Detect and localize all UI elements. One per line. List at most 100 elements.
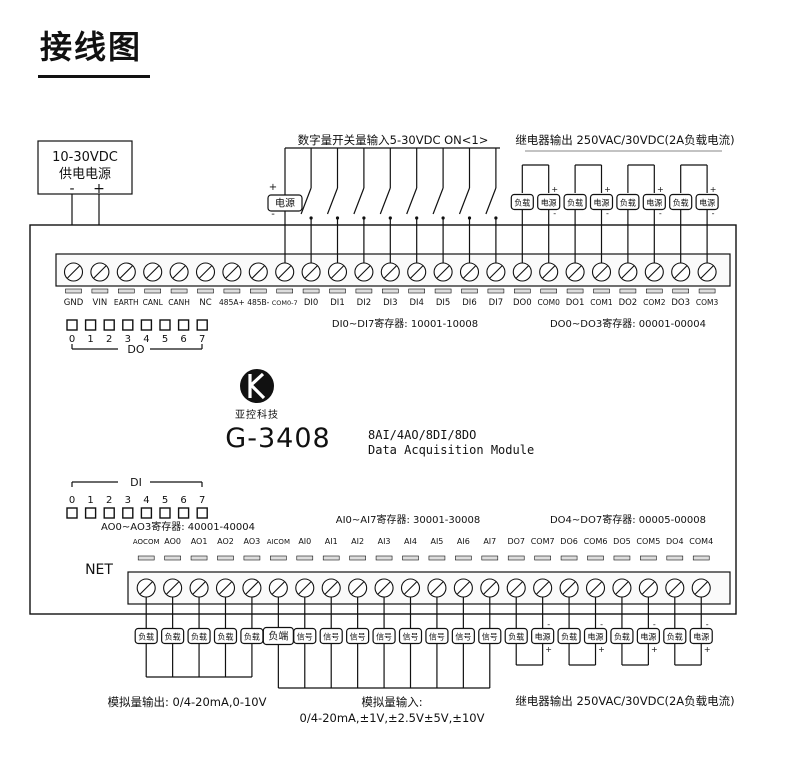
relay-supply-top-0: 电源	[541, 198, 557, 208]
bottom-terminal-slot-20	[668, 581, 682, 595]
top-terminal-label-2: EARTH	[114, 298, 139, 307]
ai-signal-0-box	[293, 627, 317, 645]
top-terminal-label-17: DO0	[513, 298, 532, 308]
di-switch-blade-0	[300, 187, 312, 215]
top-terminal-slot-17	[515, 265, 529, 279]
top-terminal-clamp-7	[250, 288, 267, 294]
ai-signal-1: 信号	[323, 632, 339, 642]
top-terminal-slot-11	[357, 265, 371, 279]
top-terminal-slot-9	[304, 265, 318, 279]
bottom-terminal-clamp-13	[481, 555, 499, 561]
ai-signal-0: 信号	[297, 632, 313, 642]
dip-do-number-1: 1	[87, 334, 93, 345]
bottom-terminal-label-2: AO1	[191, 537, 208, 546]
relay-supply-top-1-box	[589, 193, 614, 211]
top-terminal-clamp-5	[197, 288, 214, 294]
top-terminal-slot-4	[172, 265, 186, 279]
dip-di-switch-3	[122, 507, 134, 519]
bottom-terminal-label-11: AI5	[430, 537, 443, 546]
top-terminal-slot-20	[595, 265, 608, 279]
di-switch-blade-6	[458, 187, 471, 215]
top-terminal-clamp-24	[698, 288, 716, 294]
relay-supply-bottom-2-box	[636, 627, 660, 645]
power-supply-minus: -	[69, 181, 74, 197]
top-terminal-label-22: COM2	[643, 298, 666, 307]
bottom-terminal-label-20: DO4	[666, 537, 684, 546]
power-supply-box	[37, 140, 133, 195]
di-register-label: DI0~DI7寄存器: 10001-10008	[332, 317, 478, 330]
relay-supply-minus-bottom-3: -	[706, 620, 709, 629]
relay-load-bottom-3: 负载	[667, 632, 683, 642]
ai-register-label: AI0~AI7寄存器: 30001-30008	[336, 513, 480, 526]
bottom-terminal-clamp-21	[692, 555, 710, 561]
top-terminal-clamp-22	[645, 288, 663, 294]
page-title: 接线图	[40, 28, 143, 66]
bottom-terminal-slot-15	[536, 581, 550, 595]
bottom-terminal-clamp-5	[270, 555, 287, 561]
dip-di-number-1: 1	[87, 495, 93, 506]
relay-output-title-bottom: 继电器输出 250VAC/30VDC(2A负载电流)	[515, 694, 734, 708]
relay-load-top-2-box	[616, 193, 640, 211]
top-terminal-clamp-23	[672, 288, 690, 294]
dip-di-switch-4	[140, 507, 153, 519]
bottom-terminal-slot-16	[562, 581, 576, 595]
relay-supply-plus-bottom-0: +	[545, 645, 552, 654]
bottom-terminal-label-10: AI4	[404, 537, 417, 546]
bottom-terminal-slot-9	[377, 581, 391, 595]
relay-supply-plus-top-3: +	[710, 185, 717, 194]
top-terminal-label-6: 485A+	[219, 298, 245, 307]
di-switch-contact-7	[494, 216, 498, 220]
bottom-terminal-label-21: COM4	[689, 537, 713, 546]
di-power-plus: +	[269, 182, 277, 193]
bottom-terminal-clamp-16	[560, 555, 578, 561]
relay-supply-top-2: 电源	[646, 198, 662, 208]
bottom-terminal-clamp-14	[507, 555, 525, 561]
bottom-terminal-label-0: AOCOM	[133, 538, 160, 546]
bottom-terminal-label-14: DO7	[507, 537, 525, 546]
bottom-terminal-slot-14	[509, 581, 523, 595]
ai-signal-3-box	[372, 627, 396, 645]
bottom-terminal-label-8: AI2	[351, 537, 364, 546]
dip-do-number-7: 7	[199, 334, 205, 345]
top-terminal-slot-7	[251, 265, 265, 279]
bottom-terminal-label-3: AO2	[217, 537, 234, 546]
top-terminal-clamp-13	[408, 288, 426, 294]
top-terminal-slot-15	[463, 265, 476, 279]
relay-load-top-3: 负载	[673, 198, 689, 208]
bottom-terminal-label-9: AI3	[378, 537, 391, 546]
top-terminal-slot-16	[489, 265, 503, 279]
relay-load-bottom-2-box	[610, 627, 634, 645]
bottom-terminal-clamp-10	[402, 555, 419, 561]
ao-load-4: 负载	[244, 632, 260, 642]
bottom-terminal-slot-18	[615, 581, 629, 595]
model-description: Data Acquisition Module	[368, 443, 534, 457]
relay-supply-minus-bottom-1: -	[600, 620, 603, 629]
ao-load-0-box	[134, 627, 158, 645]
relay-load-top-1-box	[563, 193, 587, 211]
bottom-terminal-label-5: AICOM	[267, 538, 290, 546]
bottom-terminal-clamp-7	[322, 555, 340, 561]
top-terminal-clamp-15	[461, 288, 478, 294]
top-terminal-label-20: COM1	[590, 298, 613, 307]
di-input-title: 数字量开关量输入5-30VDC ON<1>	[298, 133, 489, 147]
dip-do-number-6: 6	[180, 334, 186, 345]
ai-signal-7: 信号	[482, 632, 498, 642]
bottom-terminal-clamp-17	[587, 555, 604, 561]
di-switch-blade-7	[485, 187, 497, 215]
ao-load-0: 负载	[138, 632, 154, 642]
di-switch-contact-5	[441, 216, 445, 220]
top-terminal-label-23: DO3	[671, 298, 690, 308]
bottom-terminal-label-1: AO0	[164, 537, 181, 546]
di-switch-blade-4	[406, 187, 418, 215]
top-terminal-clamp-16	[487, 288, 505, 294]
top-terminal-label-14: DI5	[436, 298, 450, 308]
ai-load-end: 负端	[268, 630, 288, 643]
relay-supply-bottom-1-box	[583, 627, 608, 645]
dip-di-number-5: 5	[162, 495, 168, 506]
top-terminal-label-13: DI4	[409, 298, 423, 308]
top-terminal-label-12: DI3	[383, 298, 397, 308]
relay-load-bottom-1-box	[557, 627, 581, 645]
dip-do-switch-5	[159, 319, 171, 331]
model-spec: 8AI/4AO/8DI/8DO	[368, 428, 476, 442]
